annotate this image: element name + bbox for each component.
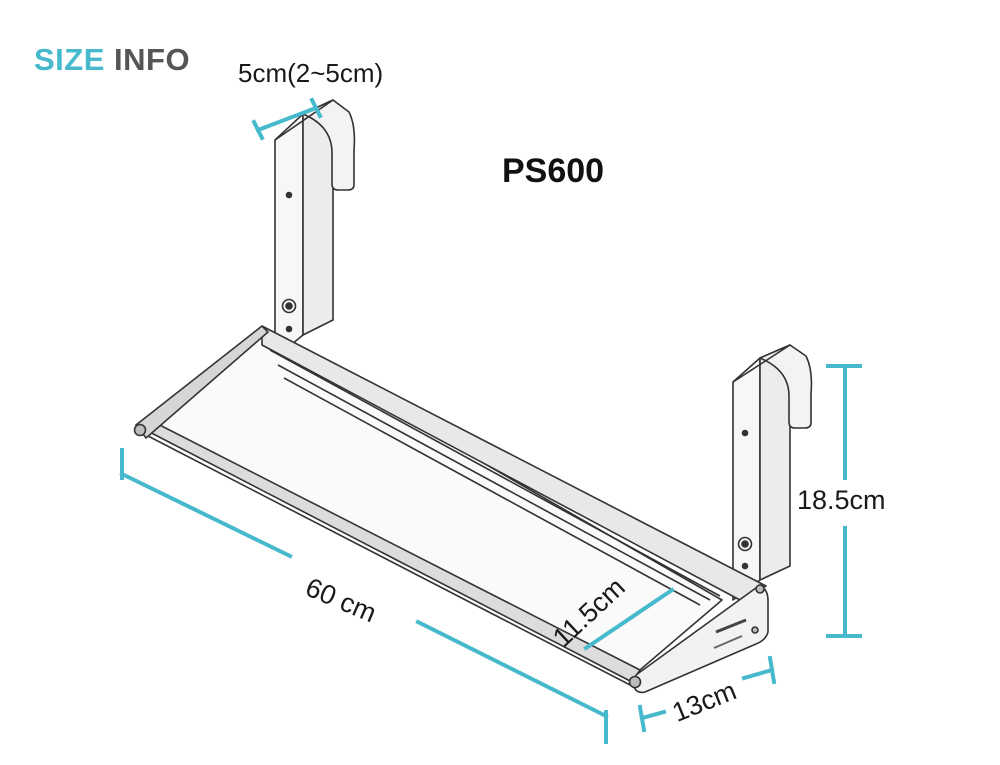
hook-width-label: 5cm(2~5cm) [238, 58, 384, 88]
dim-line-length-left [119, 471, 293, 559]
dim-line-width-right [741, 667, 775, 681]
model-name: PS600 [502, 152, 605, 190]
size-info-heading: SIZE INFO [34, 42, 190, 78]
dim-line-hook-width [255, 105, 319, 133]
dim-tick-hook-right [309, 97, 323, 119]
dim-tick-width-left [637, 704, 647, 733]
dim-tick-width-right [767, 655, 777, 685]
dimension-lines [119, 97, 862, 744]
heading-size: SIZE [34, 42, 105, 77]
tray [133, 325, 769, 694]
dim-line-width-left [639, 709, 667, 721]
dim-line-tray-depth [583, 587, 675, 651]
left-hanger [274, 99, 356, 359]
height-label: 18.5cm [797, 485, 886, 515]
heading-info: INFO [114, 42, 191, 77]
dim-line-length-right [415, 619, 609, 719]
right-hanger [732, 344, 813, 601]
dim-tick-hook-left [251, 119, 265, 141]
